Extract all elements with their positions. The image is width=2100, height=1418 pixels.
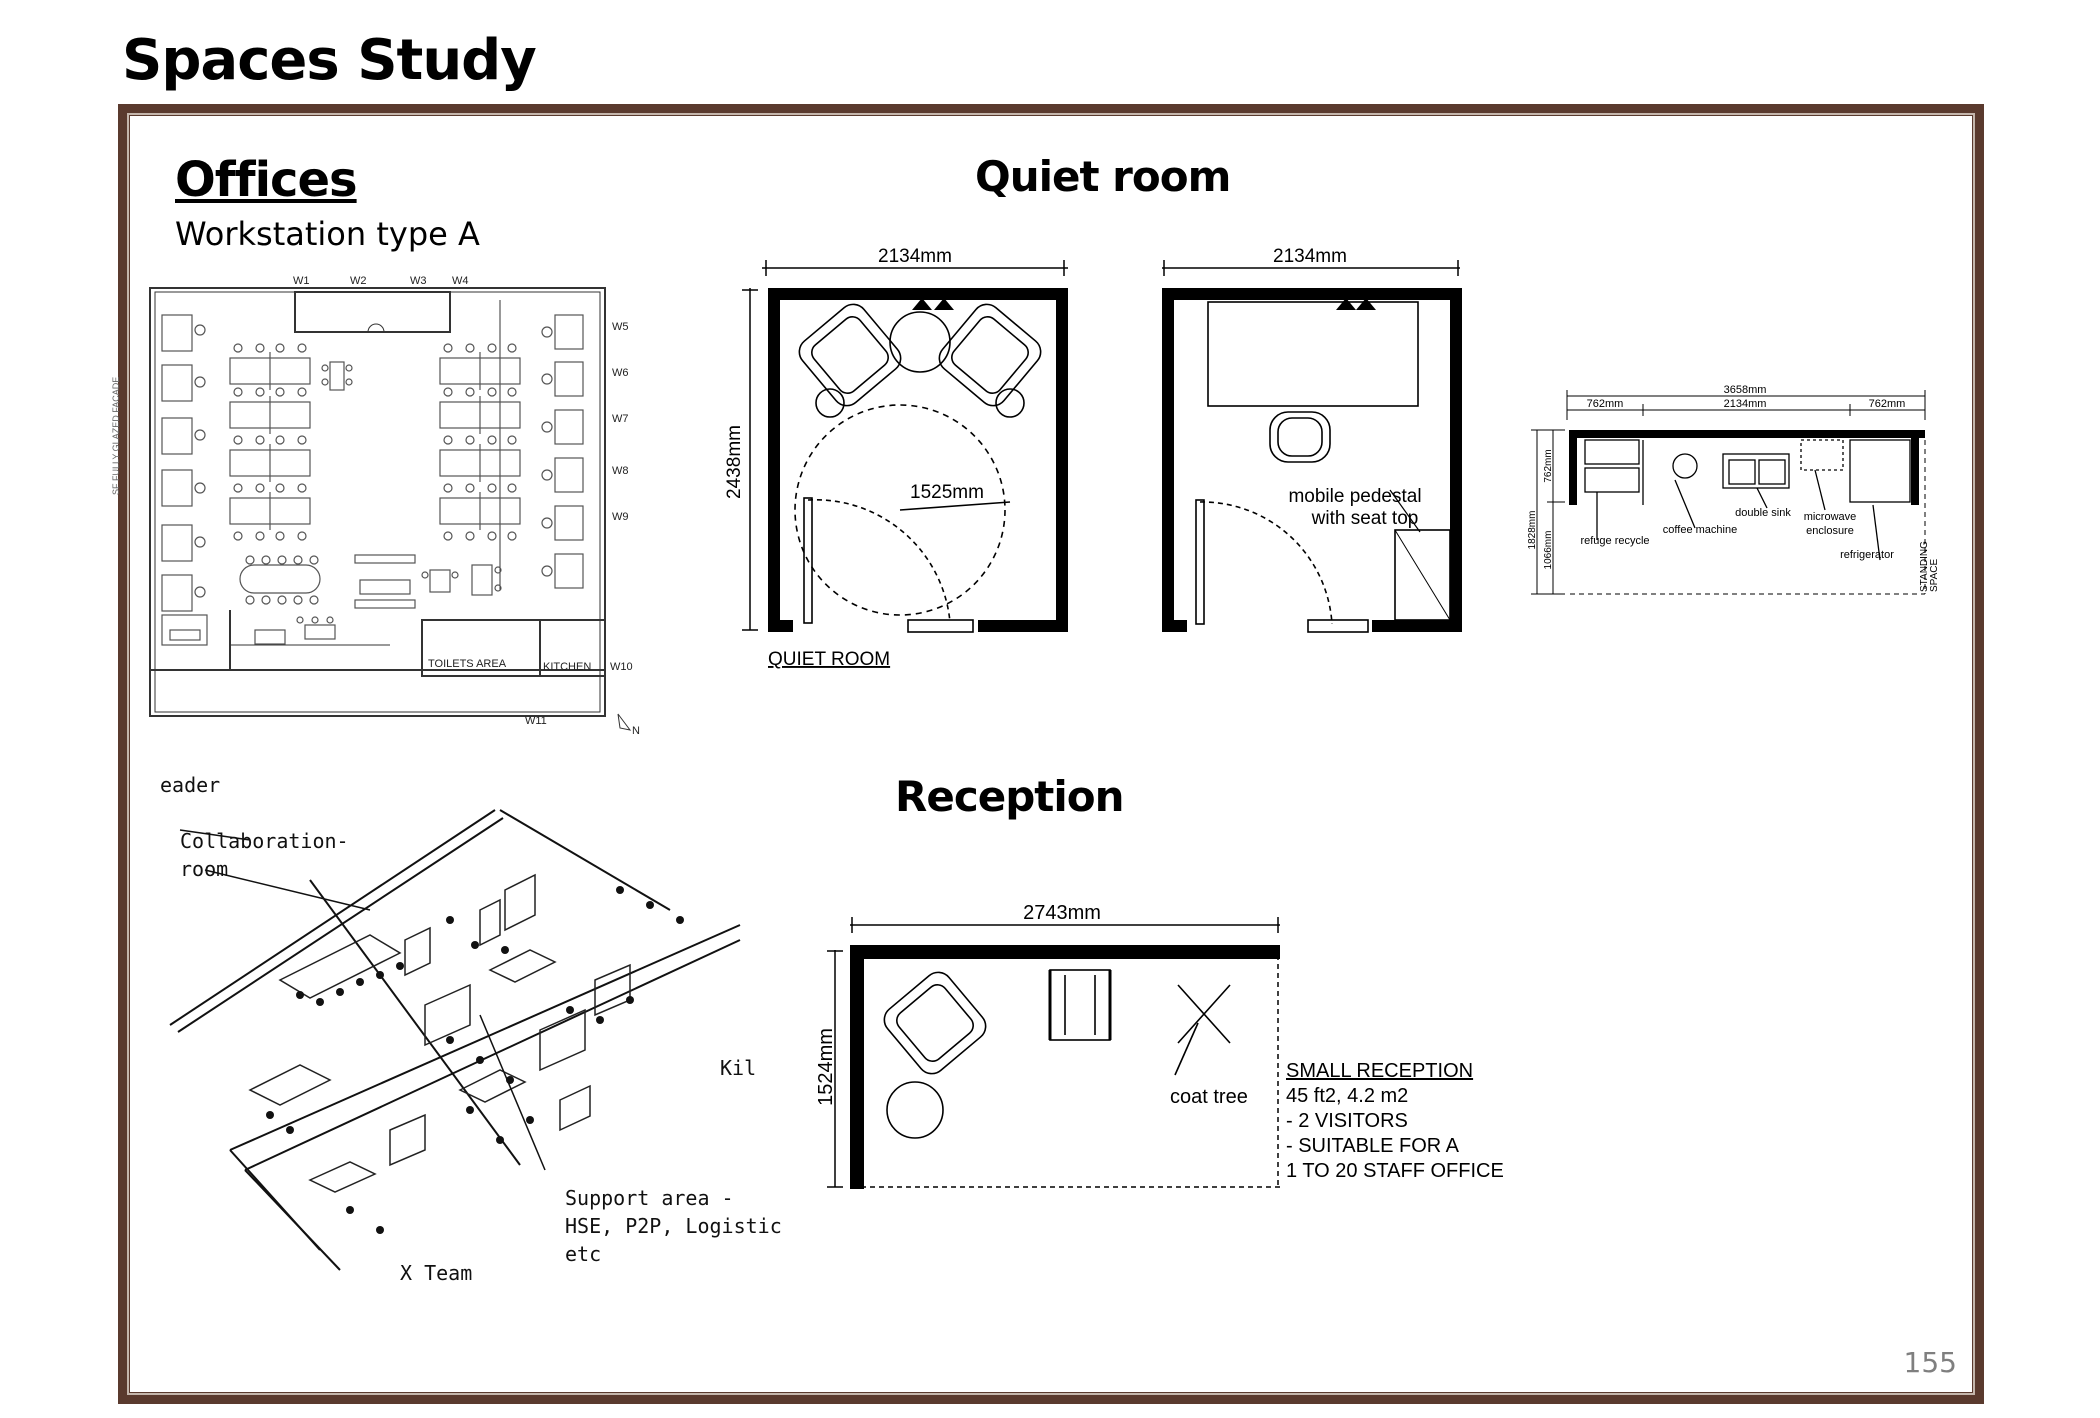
window-label-w1: W1 [293,275,310,287]
reception-note-1: 45 ft2, 4.2 m2 [1286,1085,1408,1107]
quiet-room-plan-left: 2134mm 2438mm 1525mm QUIET ROOM [724,246,1068,670]
window-label-w9: W9 [612,511,629,523]
microwave-label-1: microwave [1804,511,1857,523]
page-title: Spaces Study [122,28,537,93]
window-label-w8: W8 [612,465,629,477]
leader-label: eader [160,773,220,797]
reception-width-dim: 2743mm [1023,902,1101,924]
reception-heading: Reception [895,772,1125,821]
coffee-machine-label: coffee machine [1663,524,1737,536]
window-label-w6: W6 [612,367,629,379]
slide-inner-border [127,113,1975,1395]
quiet-room-heading: Quiet room [975,152,1231,201]
refrigerator-label: refrigerator [1840,549,1894,561]
quiet-left-radius-dim: 1525mm [910,482,984,503]
window-label-w2: W2 [350,275,367,287]
reception-note-2: - 2 VISITORS [1286,1110,1408,1132]
refuge-recycle-label: refuge recycle [1580,535,1649,547]
kitchen-height-lower: 1066mm [1543,531,1554,570]
standing-space-label-1: STANDING [1919,541,1930,592]
collab-room-label-2: room [180,857,228,881]
reception-height-dim: 1524mm [815,1028,837,1106]
workstation-subheading: Workstation type A [175,215,480,253]
kitchen-height-upper: 762mm [1543,449,1554,482]
window-label-w7: W7 [612,413,629,425]
microwave-label-2: enclosure [1806,525,1854,537]
quiet-left-width-dim: 2134mm [878,246,952,267]
pedestal-label-1: mobile pedestal [1288,486,1421,507]
quiet-room-plan-right: 2134mm mobile pedestal with seat top [1162,246,1462,633]
double-sink-label: double sink [1735,507,1791,519]
page-number: 155 [1903,1346,1957,1379]
pedestal-label-2: with seat top [1311,508,1419,529]
standing-space-label-2: SPACE [1929,559,1940,592]
quiet-room-caption: QUIET ROOM [768,649,890,670]
offices-heading: Offices [175,152,358,208]
reception-plan: 2743mm 1524mm coat tree SMALL RECEPTION … [815,902,1504,1189]
coat-tree-label: coat tree [1170,1086,1248,1108]
kitchen-cut-label: Kil [720,1056,756,1080]
window-label-w3: W3 [410,275,427,287]
reception-note-3: - SUITABLE FOR A [1286,1135,1460,1157]
team-cut-label: X Team [400,1261,472,1285]
reception-note-4: 1 TO 20 STAFF OFFICE [1286,1160,1504,1182]
kitchen-seg-2: 2134mm [1724,398,1767,410]
office-floor-plan: W1 W2 W3 W4 W5 W6 W7 W8 W9 W10 W11 TOILE… [111,275,640,737]
isometric-office-sketch: eader Collaboration- room Support area -… [160,773,782,1285]
support-area-label-1: Support area - [565,1186,734,1210]
collab-room-label-1: Collaboration- [180,829,349,853]
kitchen-elevation: 3658mm 762mm 2134mm 762mm 1828mm 762mm 1… [1527,384,1940,595]
north-label: N [632,725,640,737]
kitchen-seg-1: 762mm [1587,398,1624,410]
facade-side-note: SF FULLY GLAZED FACADE [111,377,121,495]
support-area-label-3: etc [565,1242,601,1266]
toilets-area-label: TOILETS AREA [428,658,507,670]
window-label-w11: W11 [525,715,547,727]
north-arrow-icon [617,713,632,731]
kitchen-total-dim: 3658mm [1724,384,1767,396]
support-area-label-2: HSE, P2P, Logistic [565,1214,782,1238]
kitchen-label: KITCHEN [543,661,591,673]
window-label-w5: W5 [612,321,629,333]
small-reception-title: SMALL RECEPTION [1286,1060,1473,1082]
kitchen-height-total: 1828mm [1527,511,1538,550]
window-label-w4: W4 [452,275,469,287]
window-label-w10: W10 [610,661,633,673]
kitchen-seg-3: 762mm [1869,398,1906,410]
quiet-left-height-dim: 2438mm [724,425,745,499]
quiet-right-width-dim: 2134mm [1273,246,1347,267]
